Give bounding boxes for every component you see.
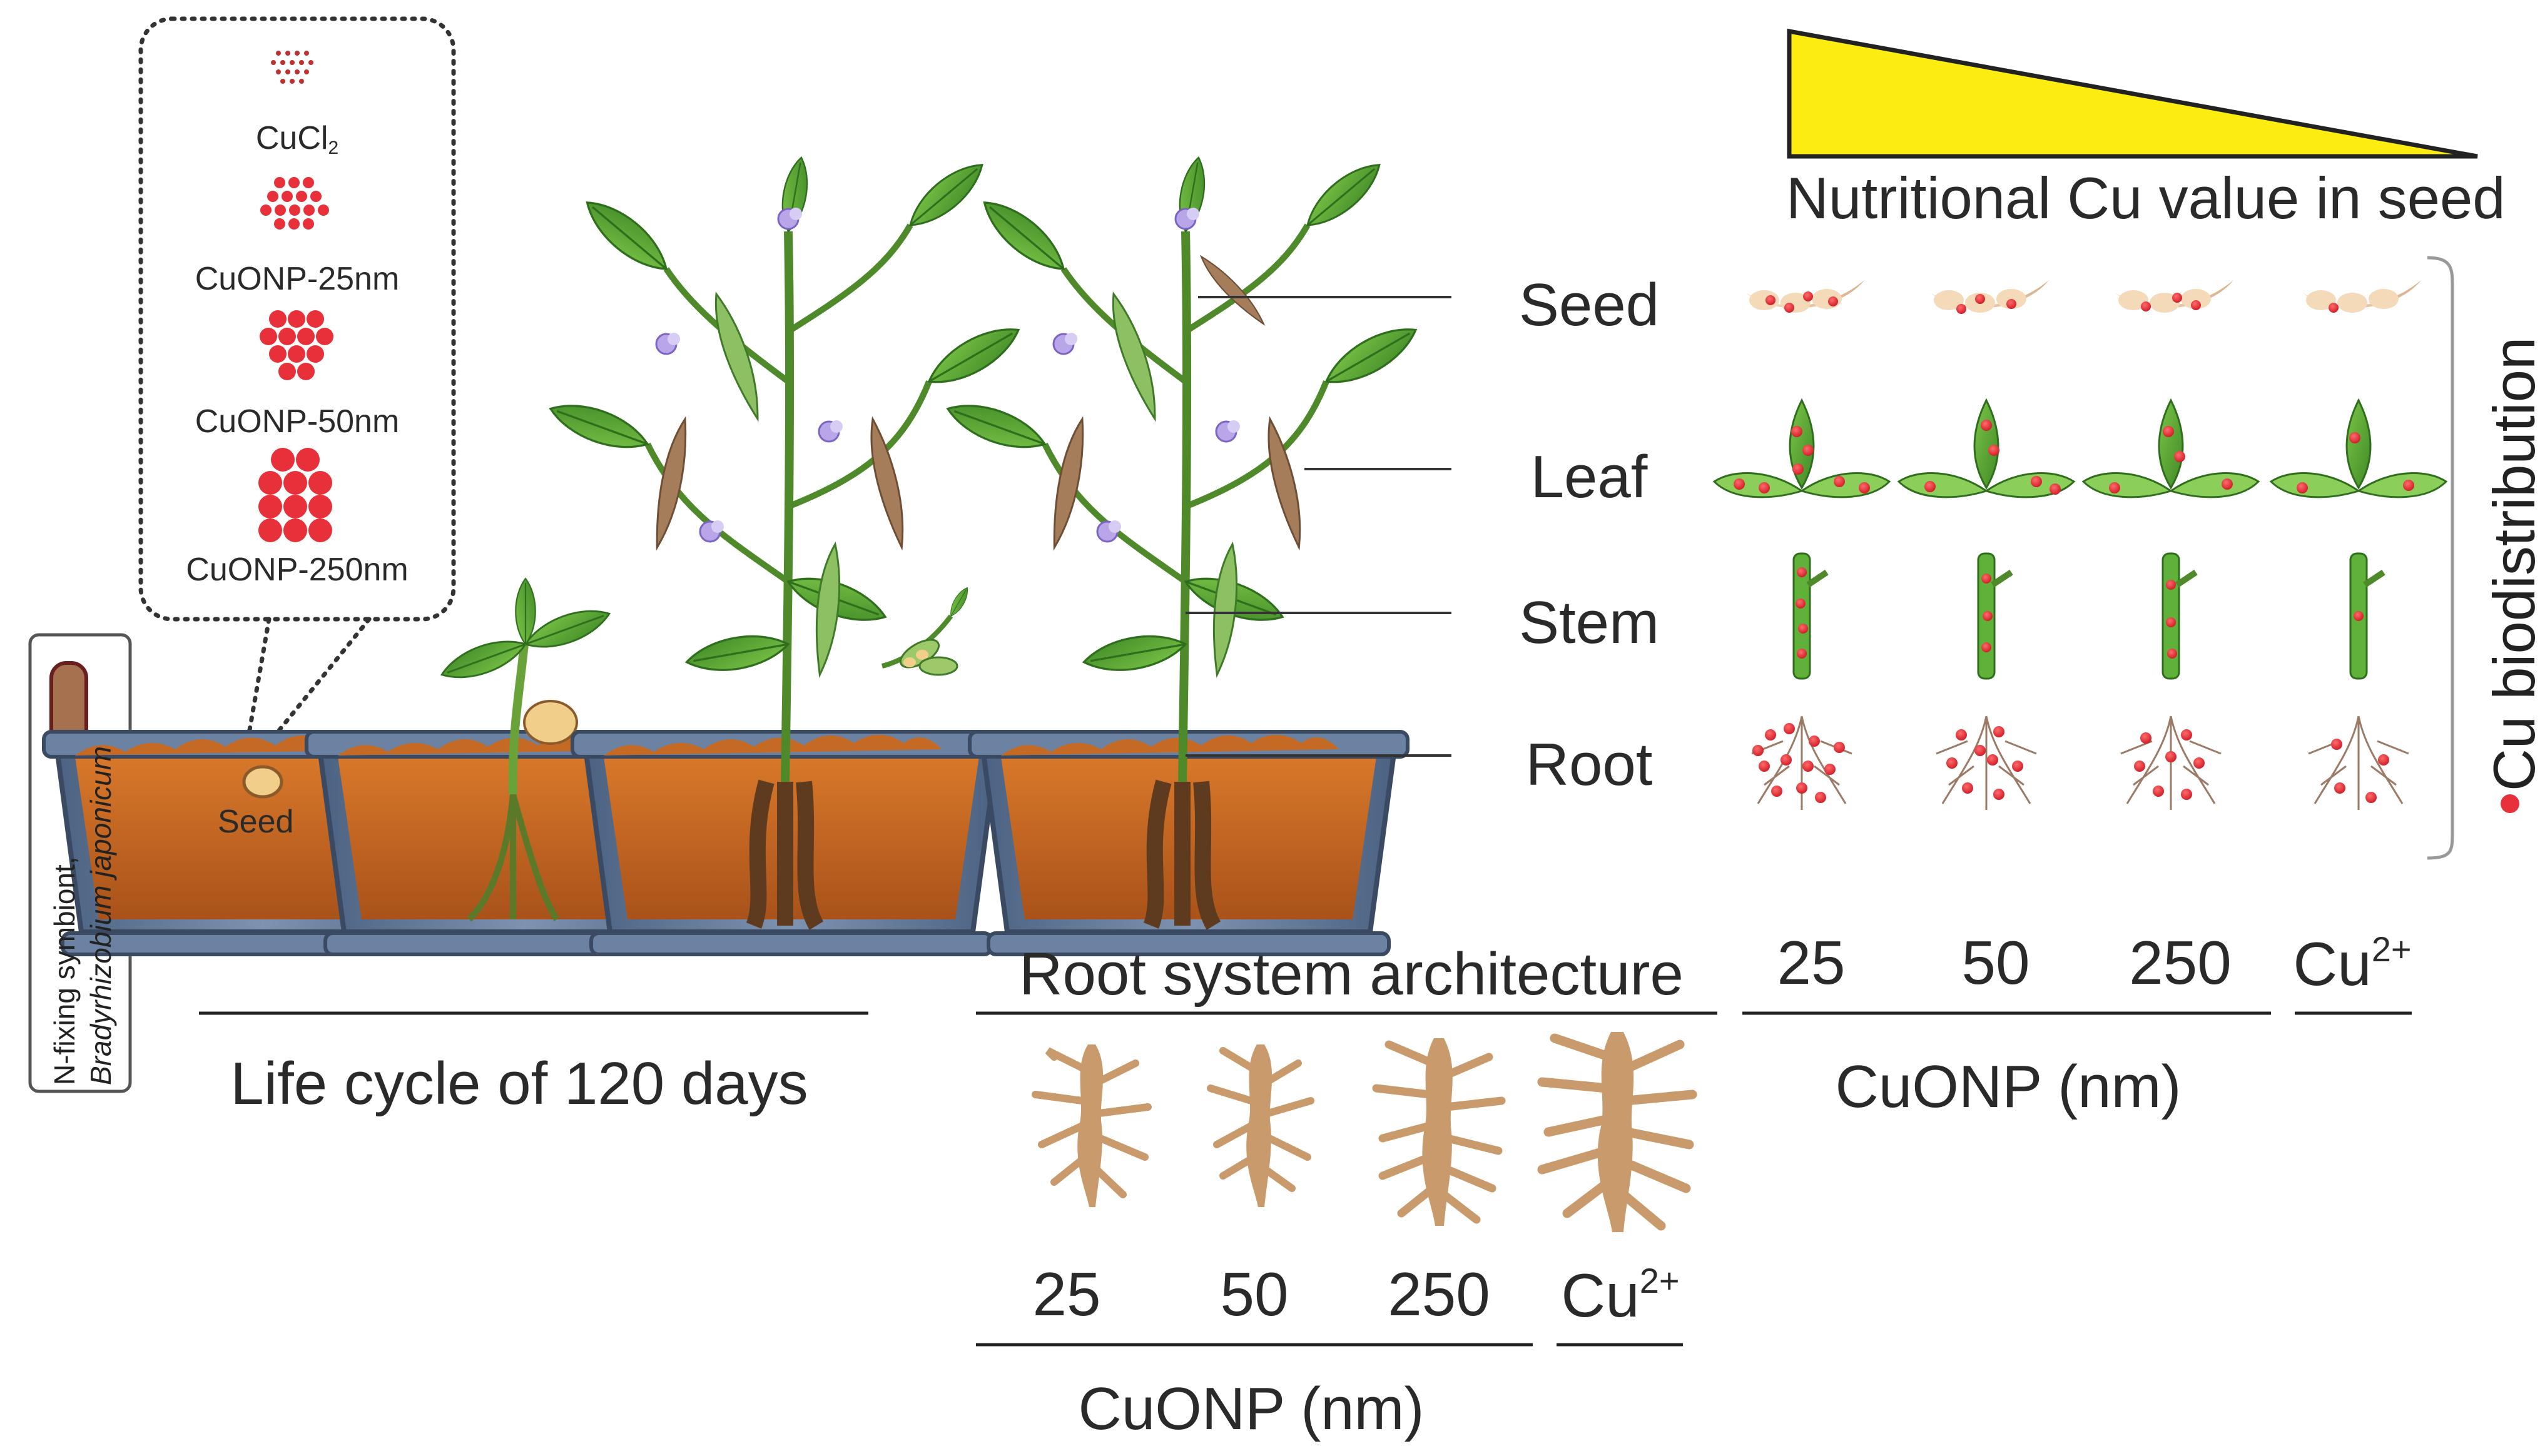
root-axis-label: CuONP (nm) [1078, 1375, 1425, 1442]
biodist-tick-250: 250 [2129, 928, 2232, 997]
biodist-axis-label: CuONP (nm) [1835, 1053, 2182, 1120]
pot-seedling-stage [307, 577, 744, 954]
pot-mature-plant [544, 153, 1027, 954]
legend-label-cuonp-50: CuONP-50nm [195, 403, 400, 440]
axis-rules [199, 1011, 2412, 1347]
root-architecture-title: Root system architecture [1019, 941, 1684, 1008]
cu-value-gradient-triangle [1787, 28, 2478, 159]
life-cycle-label: Life cycle of 120 days [230, 1050, 808, 1117]
cuonp-50-particles [260, 310, 333, 380]
organ-label-root: Root [1525, 731, 1653, 798]
root-tick-25: 25 [1032, 1260, 1101, 1328]
organ-label-leaf: Leaf [1530, 443, 1648, 510]
root-tick-50: 50 [1220, 1260, 1289, 1328]
organ-label-stem: Stem [1518, 589, 1660, 656]
cucl2-particles [271, 51, 313, 84]
legend-label-cuonp-25: CuONP-25nm [195, 261, 400, 297]
biodistribution-bracket [2427, 256, 2454, 860]
root-architecture-icons [1032, 1032, 1697, 1232]
pot-annotated-plant [941, 153, 1425, 954]
cuonp-250-particles [258, 448, 332, 542]
organ-label-seed: Seed [1518, 271, 1660, 338]
biodistribution-grid [1712, 280, 2448, 810]
gradient-label: Nutritional Cu value in seed [1786, 165, 2506, 231]
root-tick-250: 250 [1388, 1260, 1490, 1328]
biodist-tick-cu2: Cu2+ [2293, 929, 2412, 998]
cuonp-25-particles [260, 177, 329, 230]
root-tick-cu2: Cu2+ [1561, 1261, 1680, 1330]
legend-label-cucl2: CuCl2 [255, 120, 339, 158]
biodist-tick-50: 50 [1961, 928, 2030, 997]
organ-leader-lines [1186, 296, 1451, 757]
legend-label-cuonp-250: CuONP-250nm [186, 552, 409, 588]
biodistribution-label: Cu biodistribution [2481, 336, 2545, 791]
cu-dot-marker [2501, 794, 2519, 813]
treatment-legend-bubble [138, 16, 456, 753]
biodist-tick-25: 25 [1777, 928, 1846, 997]
symbiont-label: N-fixing symbiont, Bradyrhizobium japoni… [48, 746, 117, 1085]
pod-cluster-icon [881, 585, 972, 676]
pot-seed-stage [44, 732, 482, 954]
seed-label: Seed [218, 804, 294, 840]
